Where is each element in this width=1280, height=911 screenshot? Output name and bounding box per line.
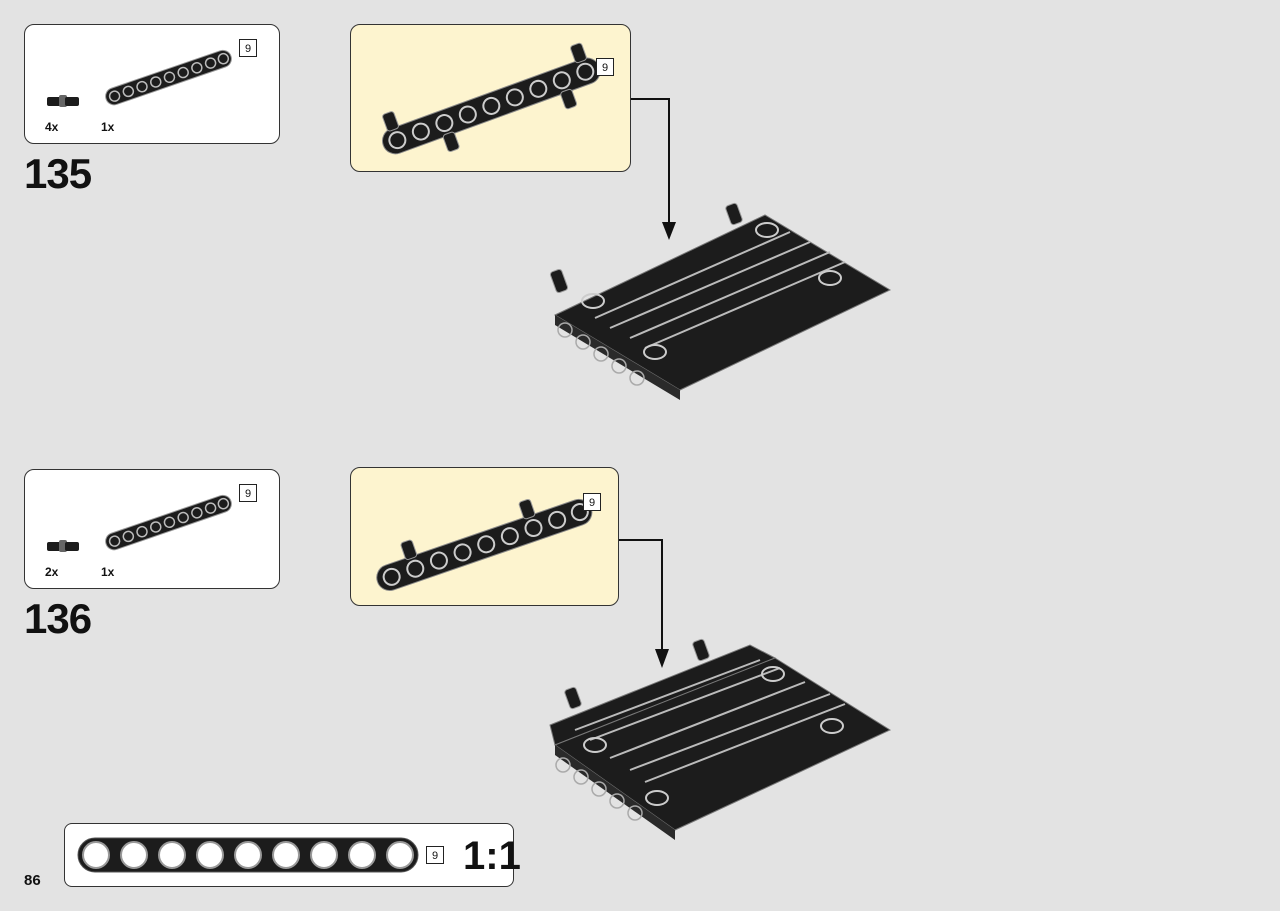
beam-9-ruler-icon <box>77 837 419 873</box>
step-number: 135 <box>24 150 92 197</box>
beam-length-badge: 9 <box>426 846 444 864</box>
parts-list-136: 2x 1x 9 <box>24 469 280 589</box>
scale-label: 1:1 <box>463 834 521 878</box>
part-qty: 1x <box>101 120 115 134</box>
beam-length-badge: 9 <box>239 39 257 57</box>
parts-list-135: 4x 1x 9 <box>24 24 280 144</box>
subassembly-135: 9 <box>350 24 631 172</box>
assembled-model-136 <box>549 638 892 840</box>
beam-9-icon <box>105 494 232 551</box>
axle-pin-icon <box>47 95 79 107</box>
axle-pin-icon <box>47 540 79 552</box>
beam-9-icon <box>105 49 232 106</box>
beam-length-badge: 9 <box>583 493 601 511</box>
beam-with-pins-icon <box>381 42 601 155</box>
beam-with-pins-icon <box>376 498 593 592</box>
beam-length-ruler: 9 1:1 <box>64 823 521 887</box>
beam-length-badge: 9 <box>596 58 614 76</box>
subassembly-136: 9 <box>350 467 619 606</box>
step-number: 136 <box>24 595 92 642</box>
beam-length-badge: 9 <box>239 484 257 502</box>
part-qty: 4x <box>45 120 59 134</box>
page-number: 86 <box>24 872 41 889</box>
part-qty: 1x <box>101 565 115 579</box>
part-qty: 2x <box>45 565 59 579</box>
assembled-model-135 <box>549 202 892 400</box>
